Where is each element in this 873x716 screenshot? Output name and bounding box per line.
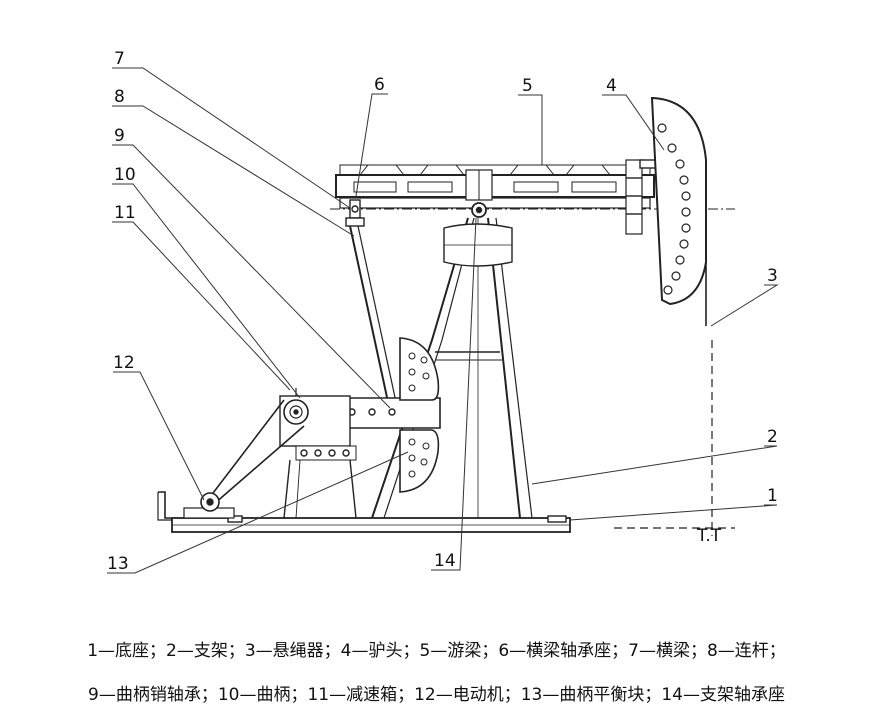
callout-6: 6: [374, 75, 385, 95]
walking-beam: [330, 164, 735, 210]
callout-14: 14: [434, 551, 456, 571]
callout-11: 11: [114, 203, 136, 223]
callout-1: 1: [767, 486, 778, 506]
callout-3: 3: [767, 266, 778, 286]
callout-4: 4: [606, 76, 617, 96]
horse-head: [650, 96, 707, 306]
callout-8: 8: [114, 87, 125, 107]
legend-line-1: 1—底座；2—支架；3—悬绳器；4—驴头；5—游梁；6—横梁轴承座；7—横梁；8…: [87, 641, 786, 661]
support-bearing: [443, 202, 513, 267]
legend-line-2: 9—曲柄销轴承；10—曲柄；11—减速箱；12—电动机；13—曲柄平衡块；14—…: [88, 685, 785, 705]
callout-9: 9: [114, 126, 125, 146]
base: [157, 491, 571, 533]
bridle: [705, 212, 713, 536]
callout-12: 12: [113, 353, 135, 373]
motor: [183, 399, 305, 519]
leader-lines: [107, 67, 779, 574]
callout-10: 10: [114, 165, 136, 185]
crank-counterweight: [399, 337, 440, 493]
pitman-rod: [349, 225, 399, 415]
callout-13: 13: [107, 554, 129, 574]
callout-5: 5: [522, 76, 533, 96]
callout-2: 2: [767, 427, 778, 447]
baseline-mark: T.T: [696, 526, 722, 546]
gear-reducer: [279, 388, 357, 519]
ground-reference: T.T: [614, 526, 735, 546]
equalizer-bearing: [345, 199, 365, 227]
callout-7: 7: [114, 49, 125, 69]
callout-labels: 7 8 9 10 11 12 13 6 5 4 3 2 1 14: [107, 49, 778, 574]
